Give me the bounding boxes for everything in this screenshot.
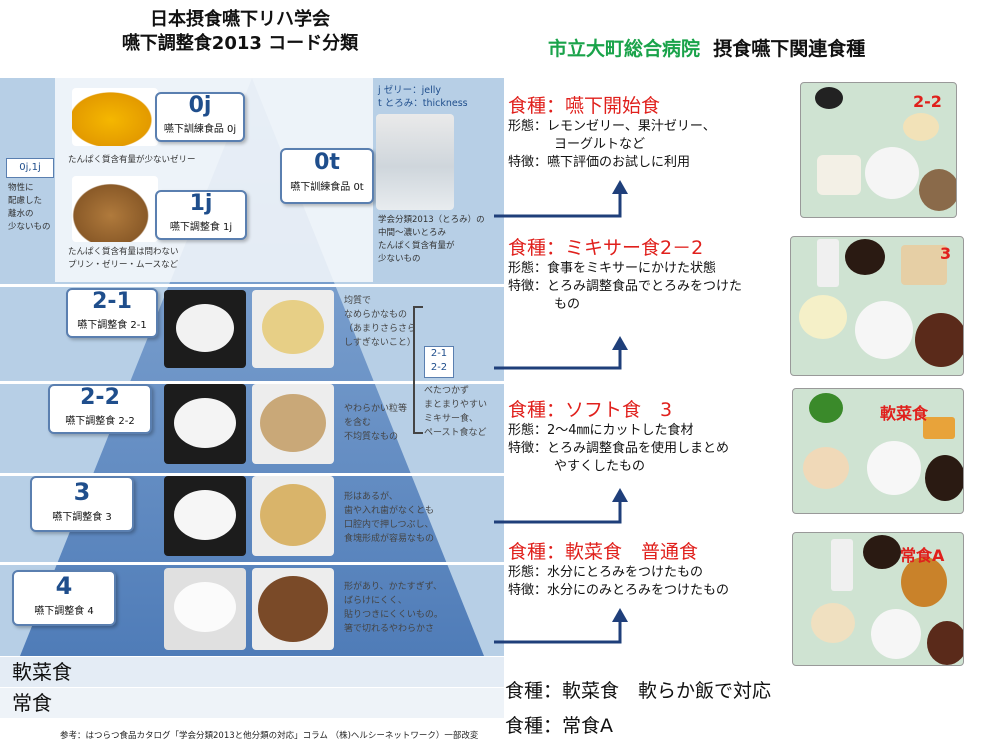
rice-4-photo — [164, 568, 246, 650]
note-1j: たんぱく質含有量は問わない プリン・ゼリー・ムースなど — [68, 247, 179, 270]
stew-3-photo — [252, 476, 334, 556]
arrow-1 — [494, 192, 622, 218]
desc-2-2: やわらかい粒等 を含む 不均質なもの — [344, 404, 408, 442]
left-title: 日本摂食嚥下リハ学会 嚥下調整食2013 コード分類 — [70, 8, 410, 56]
bottom-line-2: 食種：常食A — [505, 715, 613, 737]
band-regular-diet: 常食 — [0, 687, 504, 718]
pudding-1j-photo — [72, 176, 158, 242]
section-head: 食種：嚥下開始食 — [508, 95, 661, 117]
section-head: 食種：ソフト食 3 — [508, 399, 673, 421]
paste-2-2-photo — [252, 384, 334, 464]
section-soft: 食種：ソフト食 3 形態：2～4㎜にカットした食材 特徴：とろみ調整食品を使用し… — [508, 398, 788, 476]
section-mixer: 食種：ミキサー食2－2 形態：食事をミキサーにかけた状態 特徴：とろみ調整食品で… — [508, 236, 788, 314]
desc-4: 形があり、かたすぎず、 ばらけにくく、 貼りつきにくくいもの。 箸で切れるやわら… — [344, 582, 443, 634]
section-swallow-start: 食種：嚥下開始食 形態：レモンゼリー、果汁ゼリー、 ヨーグルトなど 特徴：嚥下評… — [508, 94, 788, 172]
left-title-line1: 日本摂食嚥下リハ学会 — [150, 9, 330, 30]
arrows — [494, 180, 628, 644]
tray-photo-3 — [792, 388, 964, 514]
label-0j: 0j 嚥下訓練食品 0j — [155, 92, 245, 142]
left-title-line2: 嚥下調整食2013 コード分類 — [121, 33, 359, 54]
arrow-head — [612, 336, 628, 350]
note-0t: 学会分類2013（とろみ）の 中間～濃いとろみ たんぱく質含有量が 少ないもの — [378, 215, 485, 264]
desc-2-1: 均質で なめらかなもの （あまりさらさら しすぎないこと） — [344, 296, 417, 348]
band-soft-diet: 軟菜食 — [0, 656, 504, 687]
arrow-4 — [494, 620, 622, 644]
section-head: 食種：ミキサー食2－2 — [508, 237, 704, 259]
hospital-name: 市立大町総合病院 — [548, 38, 701, 60]
arrow-head — [612, 488, 628, 502]
tray-photo-1 — [800, 82, 957, 218]
tier-divider — [0, 473, 504, 476]
diet-bands: 軟菜食 常食 — [0, 656, 504, 718]
tray-tag-3: 軟菜食 — [880, 404, 929, 423]
label-2-2: 2-2 嚥下調整食 2-2 — [48, 384, 152, 434]
right-title-text: 摂食嚥下関連食種 — [713, 38, 866, 60]
desc-3: 形はあるが、 歯や入れ歯がなくとも 口腔内で押しつぶし、 食塊形成が容易なもの — [344, 492, 435, 544]
label-2-1: 2-1 嚥下調整食 2-1 — [66, 288, 158, 338]
tray-photo-2 — [790, 236, 964, 376]
arrow-2 — [494, 348, 622, 370]
bracket — [413, 306, 423, 434]
bottom-line-1: 食種：軟菜食 軟らか飯で対応 — [505, 680, 772, 702]
rice-3-photo — [164, 476, 246, 556]
pyramid-shape — [20, 78, 484, 656]
paste-2-1-photo — [252, 290, 334, 368]
arrow-head — [612, 180, 628, 194]
rice-2-1-photo — [164, 290, 246, 368]
label-0t: 0t 嚥下訓練食品 0t — [280, 148, 374, 204]
arrow-head — [612, 608, 628, 622]
arrow-3 — [494, 500, 622, 524]
tray-tag-2: 3 — [940, 244, 952, 263]
tray-tag-1: 2-2 — [913, 92, 942, 111]
tier-divider — [0, 562, 504, 565]
section-head: 食種：軟菜食 普通食 — [508, 541, 699, 563]
note-0j: たんぱく質含有量が少ないゼリー — [68, 155, 196, 165]
label-4: 4 嚥下調整食 4 — [12, 570, 116, 626]
right-title: 市立大町総合病院 摂食嚥下関連食種 — [548, 34, 865, 61]
tray-photo-4 — [792, 532, 964, 666]
jelly-0j-photo — [72, 88, 158, 146]
thickened-drink-photo — [376, 114, 454, 210]
pyramid-graphic — [0, 78, 504, 656]
pyramid-panel: 0j,1j 物性に配慮した離水の少ないもの 0j 嚥下訓練食品 0j たんぱく質… — [0, 78, 504, 656]
label-3: 3 嚥下調整食 3 — [30, 476, 134, 532]
rice-2-2-photo — [164, 384, 246, 464]
reference-note: 参考：はつらつ食品カタログ「学会分類2013と他分類の対応」コラム （株)ヘルシ… — [60, 731, 479, 741]
label-1j: 1j 嚥下調整食 1j — [155, 190, 247, 240]
tier-divider — [0, 381, 504, 384]
bracket-desc: べたつかず まとまりやすい ミキサー食、 ペースト食など — [424, 386, 488, 438]
side-tag: 0j,1j — [6, 158, 54, 178]
side-note: 物性に配慮した離水の少ないもの — [8, 183, 51, 232]
tray-tag-4: 常食A — [900, 546, 945, 565]
soup-4-photo — [252, 568, 334, 650]
section-normal: 食種：軟菜食 普通食 形態：水分にとろみをつけたもの 特徴：水分にのみとろみをつ… — [508, 540, 788, 600]
tier-divider — [0, 284, 504, 287]
bracket-tag: 2-1 2-2 — [424, 346, 454, 378]
